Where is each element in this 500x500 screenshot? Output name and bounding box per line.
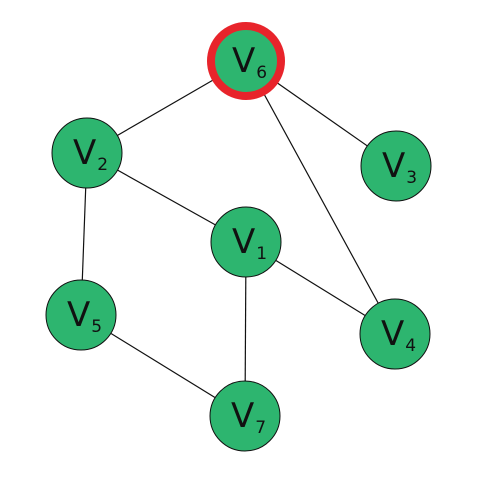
node-v6: V6 (207, 22, 285, 100)
node-v2-label: V2 (73, 133, 108, 175)
node-v2-circle (51, 117, 123, 189)
node-v5: V5 (45, 279, 117, 351)
node-v4-label: V4 (381, 314, 416, 356)
node-v7-circle (209, 380, 281, 452)
node-v7: V7 (209, 380, 281, 452)
node-v6-label: V6 (232, 41, 267, 83)
node-v7-subscript: 7 (255, 418, 266, 438)
node-v4-letter: V (381, 314, 404, 354)
node-v6-subscript: 6 (256, 63, 267, 83)
node-v4-circle (359, 298, 431, 370)
node-v1-label: V1 (232, 222, 267, 264)
node-v6-circle-highlighted (207, 22, 285, 100)
node-v2-letter: V (73, 133, 96, 173)
node-v4-subscript: 4 (405, 336, 416, 356)
node-v1: V1 (210, 206, 282, 278)
node-v5-subscript: 5 (91, 317, 102, 337)
node-v1-circle (210, 206, 282, 278)
node-v4: V4 (359, 298, 431, 370)
node-v5-label: V5 (67, 295, 102, 337)
node-v5-letter: V (67, 295, 90, 335)
node-v3: V3 (360, 130, 432, 202)
node-v1-letter: V (232, 222, 255, 262)
node-v3-circle (360, 130, 432, 202)
node-v7-label: V7 (231, 396, 266, 438)
node-v6-letter: V (232, 41, 255, 81)
node-v2-subscript: 2 (97, 155, 108, 175)
node-v5-circle (45, 279, 117, 351)
edge-v6-v4 (245, 60, 396, 335)
node-v3-subscript: 3 (406, 168, 417, 188)
node-v7-letter: V (231, 396, 254, 436)
node-v3-label: V3 (382, 146, 417, 188)
node-v1-subscript: 1 (256, 244, 267, 264)
node-v3-letter: V (382, 146, 405, 186)
node-v2: V2 (51, 117, 123, 189)
